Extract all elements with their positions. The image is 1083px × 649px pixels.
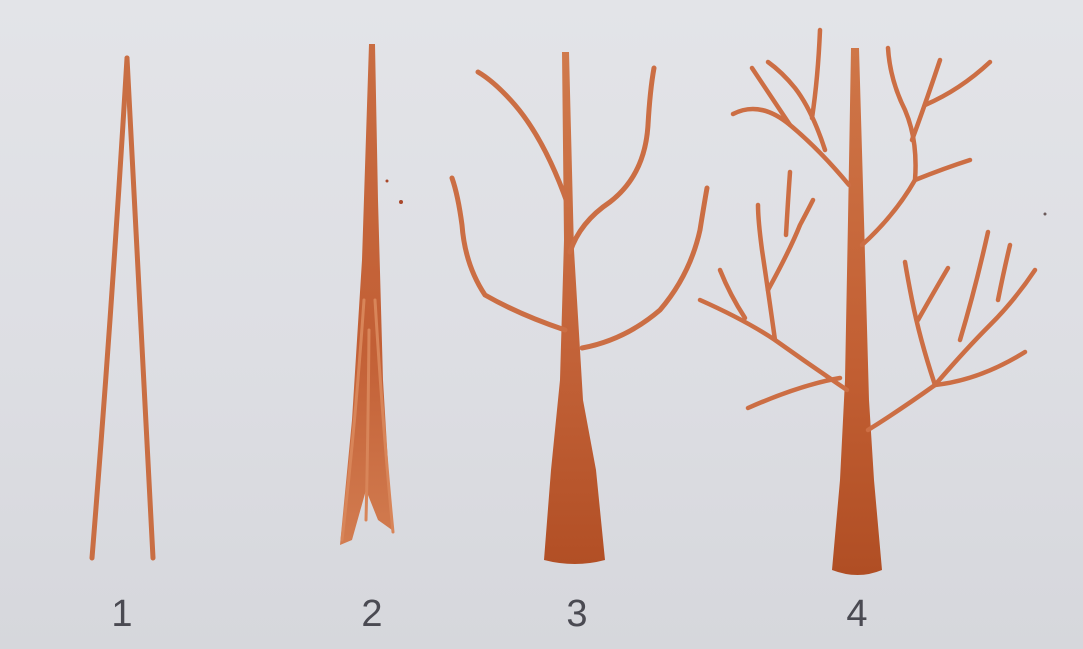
step-2-dot (399, 200, 403, 204)
step-4-branch (768, 200, 813, 290)
step-2-label: 2 (352, 592, 392, 636)
step-4-branch (812, 30, 820, 118)
step-2-dot (386, 180, 389, 183)
step-4-branch (758, 205, 775, 340)
step-1-right-line (127, 58, 153, 558)
step-3-branch-upper-right (570, 68, 654, 252)
step-3-branch-upper-left (478, 72, 568, 205)
step-4-branch (925, 62, 990, 105)
step-4-branch (905, 262, 935, 385)
step-3-branch-lower-left (452, 178, 565, 330)
step-4-branch (786, 172, 790, 235)
step-4-branch (998, 245, 1010, 300)
step-4-branch (918, 268, 948, 320)
step-1-label: 1 (102, 592, 142, 636)
step-1-left-line (92, 58, 127, 558)
step-4-dot (1044, 213, 1047, 216)
tree-step-3-branches (452, 52, 707, 564)
step-4-branch (868, 270, 1035, 430)
tree-step-1-outline (92, 58, 153, 558)
tree-step-4-full-tree (700, 30, 1047, 575)
step-4-label: 4 (837, 592, 877, 636)
step-4-branch (748, 378, 840, 408)
tree-step-2-trunk (340, 44, 403, 545)
step-4-branch (960, 232, 988, 340)
step-3-trunk (544, 52, 605, 564)
step-3-label: 3 (557, 592, 597, 636)
step-4-branch (888, 48, 916, 180)
step-4-trunk (832, 48, 882, 575)
